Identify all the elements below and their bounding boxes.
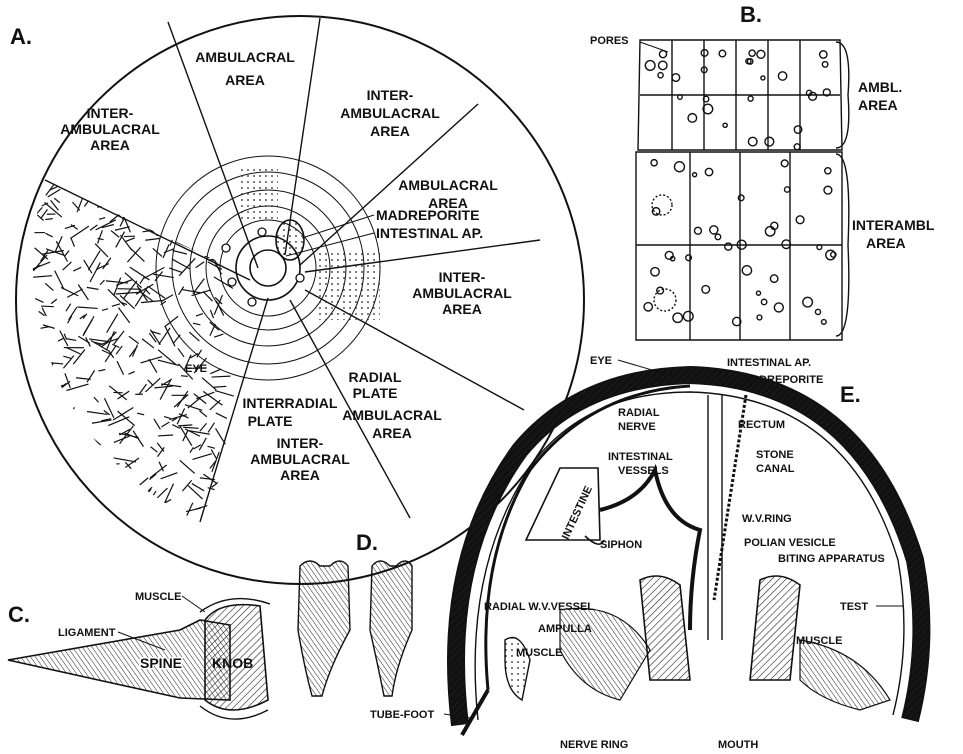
muscle-label-left: MUSCLE bbox=[516, 647, 562, 659]
spine-field bbox=[18, 113, 234, 536]
biting-apparatus-label: BITING APPARATUS bbox=[778, 553, 885, 565]
wv-ring-label: W.V.RING bbox=[742, 513, 792, 525]
panel-b-letter: B. bbox=[740, 2, 762, 27]
tube-foot-label: TUBE-FOOT bbox=[370, 709, 434, 721]
muscle-label-right: MUSCLE bbox=[796, 635, 842, 647]
eye-label-e: EYE bbox=[590, 355, 612, 367]
ampulla-label: AMPULLA bbox=[538, 623, 592, 635]
madreporite-plate bbox=[276, 220, 304, 260]
lantern-left bbox=[640, 576, 690, 680]
muscle-label-c: MUSCLE bbox=[135, 591, 181, 603]
ambl-area-label: AMBL.AREA bbox=[858, 79, 902, 113]
rectum-label: RECTUM bbox=[738, 419, 785, 431]
panel-a-letter: A. bbox=[10, 24, 32, 49]
ligament-label: LIGAMENT bbox=[58, 627, 116, 639]
spine-label: SPINE bbox=[140, 655, 182, 671]
mouth-label: MOUTH bbox=[718, 739, 758, 751]
intestinal-ap-label-e: INTESTINAL AP. bbox=[727, 357, 811, 369]
panel-d-letter: D. bbox=[356, 530, 378, 555]
radial-wv-vessel-label: RADIAL W.V.VESSEL bbox=[484, 601, 594, 613]
panel-c-letter: C. bbox=[8, 602, 30, 627]
apical-system bbox=[156, 156, 380, 380]
eye-label-a: EYE bbox=[185, 363, 207, 375]
lantern-right bbox=[750, 576, 800, 680]
intestinal-ap-label-a: INTESTINAL AP. bbox=[376, 225, 483, 241]
muscle-right-shape bbox=[800, 640, 890, 710]
pores-label: PORES bbox=[590, 35, 629, 47]
panel-d: D. bbox=[298, 530, 412, 696]
tooth-1 bbox=[298, 561, 350, 696]
siphon-label: SIPHON bbox=[600, 539, 642, 551]
tooth-2 bbox=[370, 561, 412, 696]
panel-e: E. EYE INTESTINAL AP. MADREPORITE RADIAL… bbox=[370, 355, 921, 751]
polian-vesicle-label: POLIAN VESICLE bbox=[744, 537, 836, 549]
test-label: TEST bbox=[840, 601, 868, 613]
madreporite-label: MADREPORITE bbox=[376, 207, 479, 223]
knob-label: KNOB bbox=[212, 655, 253, 671]
panel-e-letter: E. bbox=[840, 382, 861, 407]
madreporite-label-e: MADREPORITE bbox=[742, 374, 823, 386]
panel-c: C. MUSCLE LIGAMENT SPINE KNOB bbox=[8, 591, 270, 719]
plate-grid bbox=[636, 40, 842, 340]
nerve-ring-label: NERVE RING bbox=[560, 739, 628, 751]
